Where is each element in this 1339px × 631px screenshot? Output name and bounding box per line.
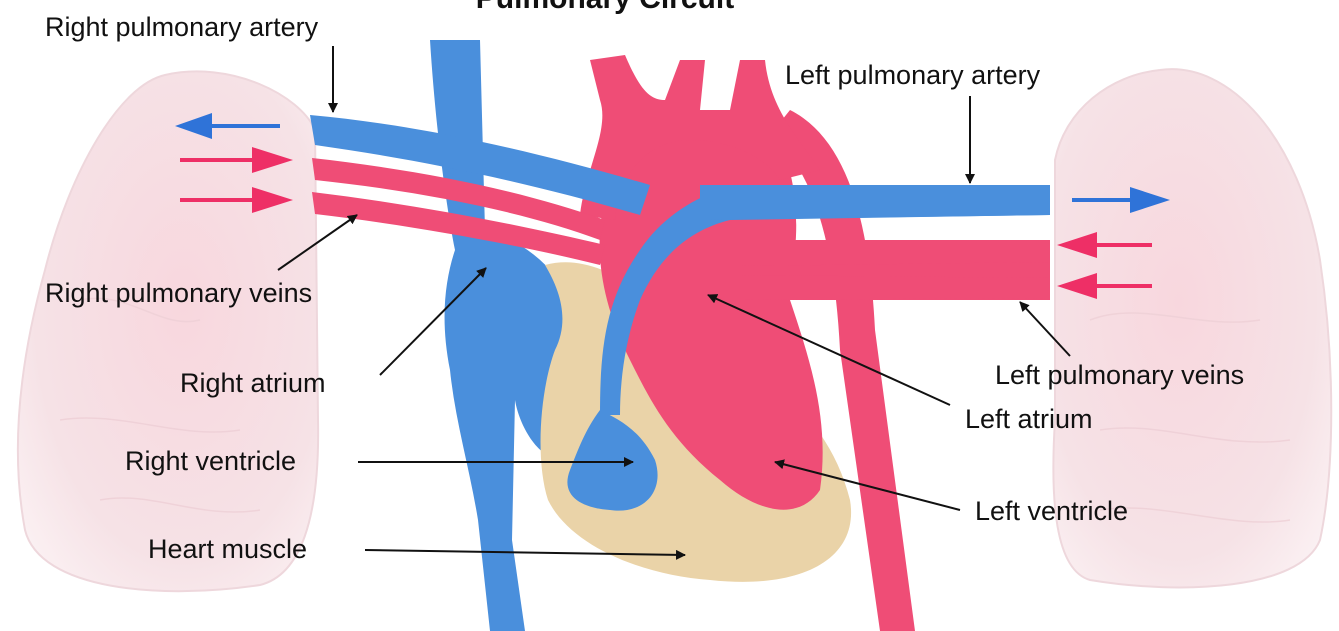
label-right-pulmonary-artery: Right pulmonary artery [45, 12, 319, 42]
label-right-pulmonary-veins: Right pulmonary veins [45, 278, 312, 308]
left-pulmonary-vein-upper [740, 240, 1050, 266]
label-right-atrium: Right atrium [180, 368, 326, 398]
left-pulmonary-vein-lower [740, 275, 1050, 300]
label-left-pulmonary-veins: Left pulmonary veins [995, 360, 1244, 390]
diagram-title: Pulmonary Circuit [476, 0, 734, 15]
label-right-ventricle: Right ventricle [125, 446, 296, 476]
right-lung [18, 71, 318, 591]
left-pulmonary-artery-vessel [700, 185, 1050, 220]
label-heart-muscle: Heart muscle [148, 534, 307, 564]
label-left-ventricle: Left ventricle [975, 496, 1128, 526]
label-left-atrium: Left atrium [965, 404, 1093, 434]
label-left-pulmonary-artery: Left pulmonary artery [785, 60, 1041, 90]
